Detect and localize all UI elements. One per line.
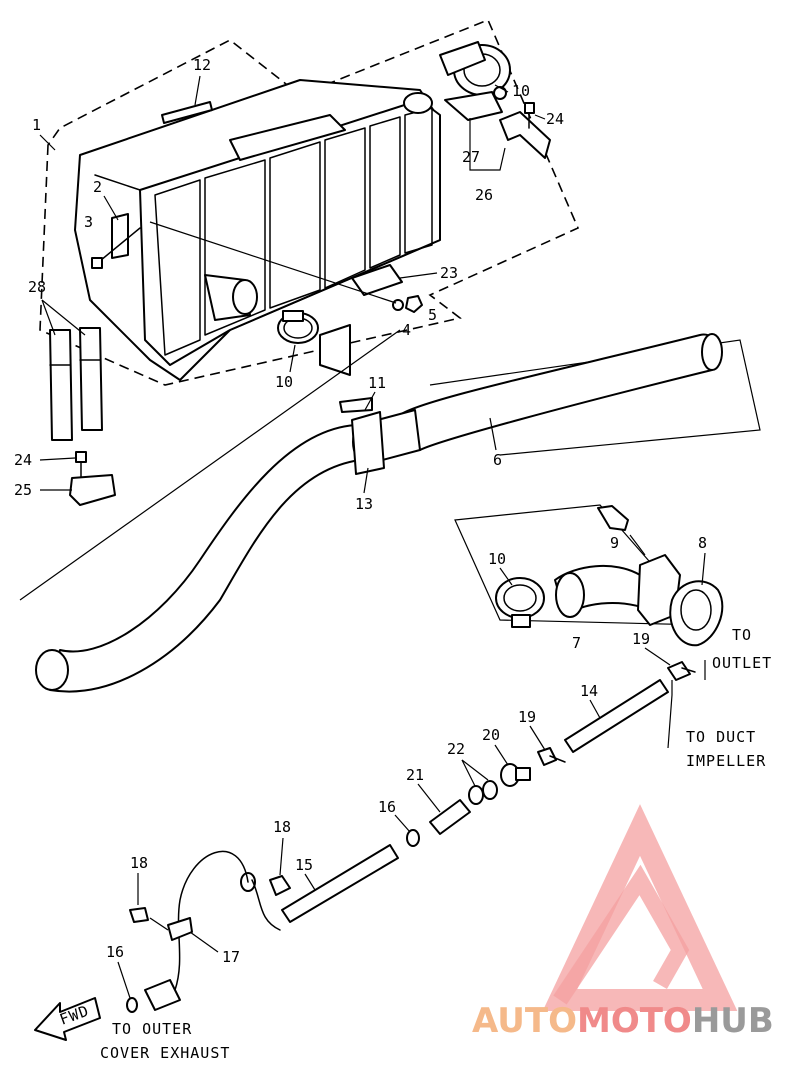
svg-text:AUTOMOTOHUB: AUTOMOTOHUB (472, 1001, 774, 1041)
washer-20 (500, 763, 531, 787)
label-18-upper: 18 (273, 818, 291, 836)
label-16-upper: 16 (378, 798, 396, 816)
hose-14 (564, 679, 669, 753)
nut-5 (405, 295, 423, 313)
hose-clamp-10b (439, 41, 511, 100)
hose-clamp-10c (495, 577, 545, 628)
watermark-auto: AUTO (472, 1001, 577, 1041)
to-outer-line2: COVER EXHAUST (100, 1044, 230, 1062)
label-2: 2 (93, 178, 102, 196)
label-10-top: 10 (512, 82, 530, 100)
clip-16a (406, 829, 420, 847)
bolt-9 (597, 505, 646, 556)
gaskets-22 (468, 780, 498, 805)
bolt-24a (524, 102, 535, 129)
label-20: 20 (482, 726, 500, 744)
outlet-stub (319, 324, 351, 376)
clip-18a (240, 872, 291, 896)
plate-23 (351, 264, 403, 296)
annotation-notes: TO OUTLET TO DUCT IMPELLER TO OUTER COVE… (100, 626, 772, 1062)
label-18-lower: 18 (130, 854, 148, 872)
label-25: 25 (14, 481, 32, 499)
fwd-label: FWD (57, 1002, 91, 1029)
to-duct-line2: IMPELLER (686, 752, 766, 770)
to-outer-line1: TO OUTER (112, 1020, 192, 1038)
label-16-lower: 16 (106, 943, 124, 961)
muffler (74, 79, 441, 381)
label-6: 6 (493, 451, 502, 469)
label-22: 22 (447, 740, 465, 758)
label-28: 28 (28, 278, 46, 296)
label-24-lower: 24 (14, 451, 32, 469)
bracket-26 (499, 111, 551, 159)
label-19-upper: 19 (632, 630, 650, 648)
label-15: 15 (295, 856, 313, 874)
label-9: 9 (610, 534, 619, 552)
logo-m-shape (553, 864, 690, 1005)
fitting-21 (429, 799, 471, 835)
label-27: 27 (462, 148, 480, 166)
label-8: 8 (698, 534, 707, 552)
label-5: 5 (428, 306, 437, 324)
fwd-arrow: FWD (34, 997, 101, 1041)
bracket-27 (444, 91, 503, 121)
bolt-3 (91, 227, 141, 269)
bolt-24b (75, 451, 87, 479)
label-13: 13 (355, 495, 373, 513)
label-17: 17 (222, 948, 240, 966)
washer-4 (392, 299, 404, 311)
label-11: 11 (368, 374, 386, 392)
hose-clamp-10a (277, 310, 319, 344)
clip-18b (129, 907, 193, 941)
label-4: 4 (402, 321, 411, 339)
label-10-bottom: 10 (488, 550, 506, 568)
label-21: 21 (406, 766, 424, 784)
pipe-16 (144, 979, 181, 1011)
bracket-25 (69, 474, 116, 506)
automotohub-logo: AUTOMOTOHUB (472, 804, 774, 1041)
label-10-mid: 10 (275, 373, 293, 391)
label-7: 7 (572, 634, 581, 652)
label-1: 1 (32, 116, 41, 134)
label-24-upper: 24 (546, 110, 564, 128)
clip-19b (537, 747, 566, 766)
tube-17 (174, 850, 249, 991)
elbow-7 (554, 564, 651, 618)
to-outlet-line2: OUTLET (712, 654, 772, 672)
clamp-11 (339, 397, 385, 475)
clip-16b (126, 997, 138, 1013)
exhaust-hose-6 (399, 333, 723, 451)
band-28 (49, 327, 103, 441)
to-outlet-line1: TO (732, 626, 752, 644)
part-labels: 1 2 3 4 5 6 7 8 9 10 10 10 11 12 13 14 1… (14, 56, 707, 999)
label-12: 12 (193, 56, 211, 74)
label-3: 3 (84, 213, 93, 231)
label-14: 14 (580, 682, 598, 700)
clip-19a (667, 661, 696, 681)
label-19-lower: 19 (518, 708, 536, 726)
label-23: 23 (440, 264, 458, 282)
assembly-group-outline (39, 18, 580, 386)
plate-12 (161, 101, 213, 124)
logo-triangle (542, 804, 738, 1011)
watermark-hub: HUB (692, 1001, 774, 1041)
gasket-8 (669, 580, 724, 647)
to-duct-line1: TO DUCT (686, 728, 756, 746)
bracket-2 (111, 213, 129, 259)
hose-15 (281, 844, 399, 923)
label-26: 26 (475, 186, 493, 204)
watermark-moto: MOTO (577, 1001, 692, 1041)
